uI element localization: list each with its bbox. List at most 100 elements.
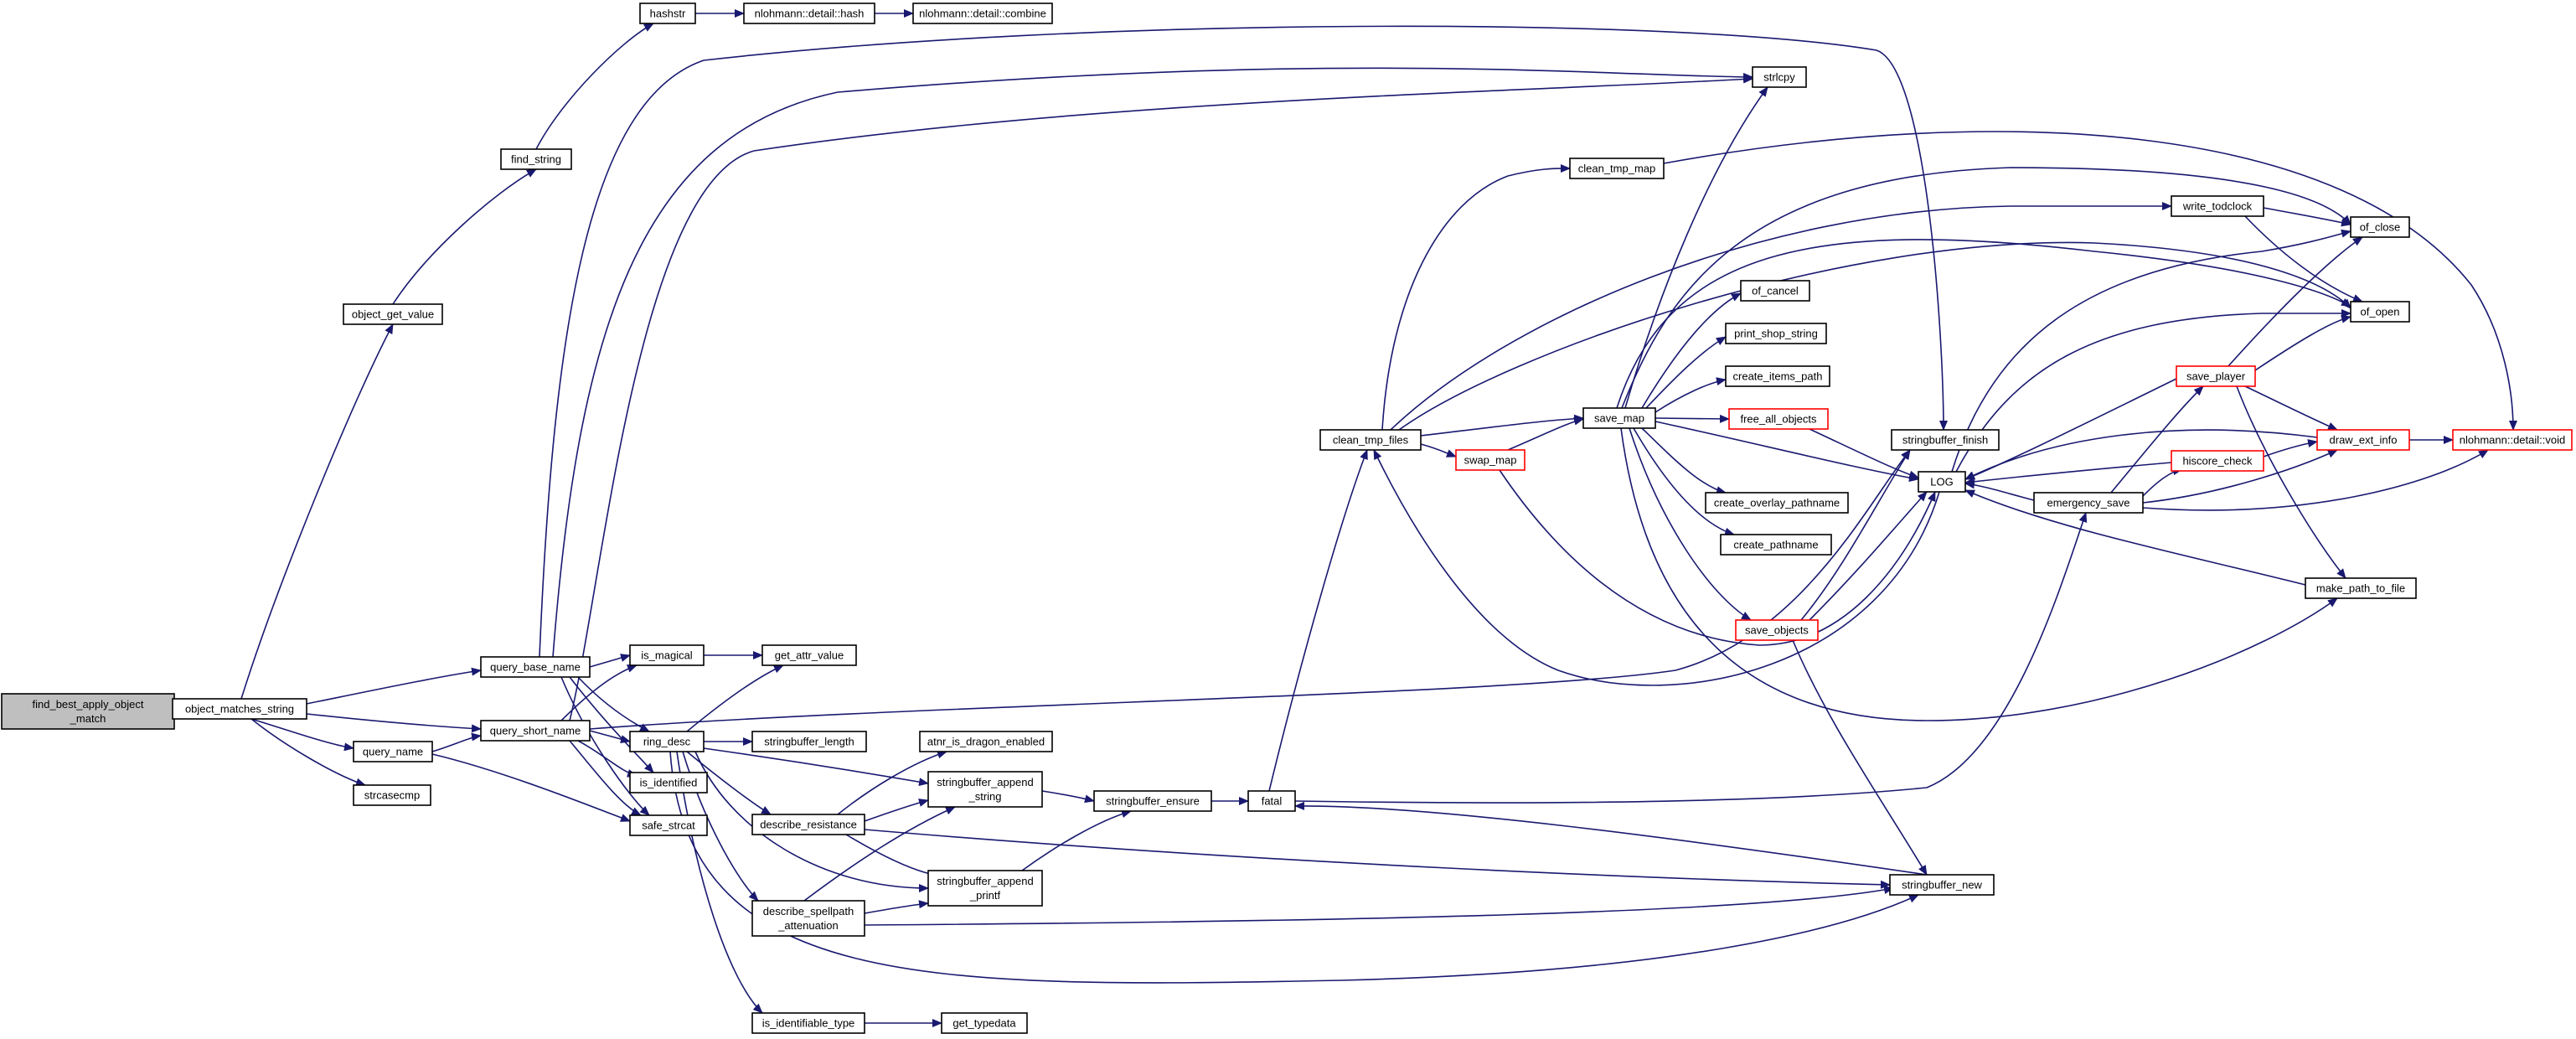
edge-save_map-to-create_overlay_pathname: [1641, 427, 1727, 494]
node-label: save_map: [1594, 412, 1644, 425]
node-describe_resistance[interactable]: describe_resistance: [751, 814, 865, 835]
edge-object_matches_string-to-object_get_value: [240, 323, 394, 700]
node-nlohmann_void[interactable]: nlohmann::detail::void: [2452, 429, 2573, 451]
node-box: [1735, 619, 1819, 641]
node-query_name[interactable]: query_name: [353, 741, 433, 762]
node-box: [639, 3, 696, 24]
edge-save_player-to-of_close: [2228, 236, 2363, 367]
node-atnr_is_dragon_enabled[interactable]: atnr_is_dragon_enabled: [919, 731, 1053, 752]
node-is_identified[interactable]: is_identified: [629, 772, 708, 793]
node-box: [927, 870, 1043, 907]
node-label: swap_map: [1464, 454, 1517, 467]
node-nlohmann_combine[interactable]: nlohmann::detail::combine: [912, 3, 1053, 24]
node-hashstr[interactable]: hashstr: [639, 3, 696, 24]
node-label: hiscore_check: [2182, 455, 2253, 468]
node-label: atnr_is_dragon_enabled: [927, 736, 1045, 748]
node-box: [941, 1012, 1028, 1034]
node-box: [1319, 429, 1422, 451]
node-query_short_name[interactable]: query_short_name: [480, 720, 591, 742]
node-ring_desc[interactable]: ring_desc: [629, 731, 705, 752]
node-stringbuffer_new[interactable]: stringbuffer_new: [1889, 874, 1995, 896]
node-save_player[interactable]: save_player: [2176, 365, 2256, 387]
node-get_typedata[interactable]: get_typedata: [941, 1012, 1028, 1034]
node-box: [1, 693, 175, 730]
node-stringbuffer_length[interactable]: stringbuffer_length: [751, 731, 867, 752]
edge-clean_tmp_files-to-swap_map: [1420, 443, 1457, 457]
node-nlohmann_hash[interactable]: nlohmann::detail::hash: [743, 3, 875, 24]
node-box: [1725, 365, 1830, 387]
node-clean_tmp_map[interactable]: clean_tmp_map: [1569, 158, 1665, 179]
node-query_base_name[interactable]: query_base_name: [480, 656, 591, 678]
node-print_shop_string[interactable]: print_shop_string: [1725, 323, 1827, 344]
node-label: stringbuffer_finish: [1902, 434, 1988, 447]
node-box: [743, 3, 875, 24]
edge-save_map-to-print_shop_string: [1645, 336, 1727, 409]
edge-save_player-to-make_path_to_file: [2236, 385, 2346, 579]
node-object_get_value[interactable]: object_get_value: [343, 303, 443, 325]
edges-layer: [172, 9, 2517, 1027]
node-write_todclock[interactable]: write_todclock: [2171, 195, 2264, 217]
node-object_matches_string[interactable]: object_matches_string: [172, 698, 307, 720]
node-sb_append_printf[interactable]: stringbuffer_append_printf: [927, 870, 1043, 907]
node-of_close[interactable]: of_close: [2350, 216, 2410, 238]
node-get_attr_value[interactable]: get_attr_value: [761, 644, 857, 666]
node-label: nlohmann::detail::void: [2460, 434, 2565, 447]
node-hiscore_check[interactable]: hiscore_check: [2171, 450, 2264, 472]
node-clean_tmp_files[interactable]: clean_tmp_files: [1319, 429, 1422, 451]
node-label: safe_strcat: [642, 819, 695, 832]
node-label: free_all_objects: [1740, 413, 1817, 426]
node-swap_map[interactable]: swap_map: [1455, 449, 1525, 471]
node-save_objects[interactable]: save_objects: [1735, 619, 1819, 641]
node-of_open[interactable]: of_open: [2350, 301, 2410, 323]
edge-query_base_name-to-is_magical: [589, 654, 631, 668]
node-create_pathname[interactable]: create_pathname: [1720, 534, 1832, 556]
node-box: [2350, 216, 2410, 238]
node-label: create_pathname: [1733, 539, 1818, 551]
node-box: [629, 644, 705, 666]
node-describe_spellpath[interactable]: describe_spellpath_attenuation: [751, 900, 865, 937]
node-label: create_items_path: [1733, 370, 1823, 383]
edge-save_map-to-of_open: [1616, 239, 2351, 409]
edge-object_get_value-to-find_string: [392, 168, 537, 305]
node-label: _attenuation: [777, 919, 839, 932]
node-is_identifiable_type[interactable]: is_identifiable_type: [751, 1012, 865, 1034]
node-draw_ext_info[interactable]: draw_ext_info: [2316, 429, 2410, 451]
edge-query_name-to-safe_strcat: [431, 753, 631, 822]
node-sb_append_string[interactable]: stringbuffer_append_string: [927, 771, 1043, 808]
node-create_overlay_pathname[interactable]: create_overlay_pathname: [1705, 492, 1849, 514]
node-label: emergency_save: [2047, 497, 2130, 509]
node-strlcpy[interactable]: strlcpy: [1752, 66, 1807, 88]
node-root[interactable]: find_best_apply_object_match: [1, 693, 175, 730]
edge-object_matches_string-to-query_name: [250, 718, 354, 752]
node-stringbuffer_finish[interactable]: stringbuffer_finish: [1891, 429, 2000, 451]
edge-save_objects-to-LOG: [1809, 491, 1928, 621]
node-fatal[interactable]: fatal: [1247, 790, 1296, 812]
node-label: is_magical: [641, 649, 693, 662]
node-box: [751, 900, 865, 937]
node-create_items_path[interactable]: create_items_path: [1725, 365, 1830, 387]
node-safe_strcat[interactable]: safe_strcat: [629, 814, 708, 836]
edge-emergency_save-to-save_player: [2110, 385, 2204, 494]
node-of_cancel[interactable]: of_cancel: [1740, 280, 1810, 302]
node-label: clean_tmp_map: [1578, 163, 1656, 175]
node-free_all_objects[interactable]: free_all_objects: [1728, 408, 1829, 430]
node-box: [480, 656, 591, 678]
edge-make_path_to_file-to-LOG: [1964, 489, 2306, 586]
edge-sb_append_printf-to-sb_ensure: [1021, 809, 1132, 871]
edge-save_objects-to-stringbuffer_new: [1792, 639, 1928, 876]
node-save_map[interactable]: save_map: [1582, 407, 1656, 429]
edge-query_name-to-query_short_name: [431, 732, 482, 752]
node-label: is_identified: [640, 777, 698, 789]
node-sb_ensure[interactable]: stringbuffer_ensure: [1093, 790, 1212, 812]
node-is_magical[interactable]: is_magical: [629, 644, 705, 666]
edge-write_todclock-to-of_open: [2244, 215, 2363, 302]
node-label: make_path_to_file: [2316, 582, 2405, 595]
node-find_string[interactable]: find_string: [500, 148, 572, 170]
node-label: describe_resistance: [760, 819, 857, 831]
node-LOG[interactable]: LOG: [1918, 471, 1966, 493]
edge-free_all_objects-to-LOG: [1809, 428, 1919, 479]
node-make_path_to_file[interactable]: make_path_to_file: [2305, 577, 2417, 599]
node-strcasecmp[interactable]: strcasecmp: [353, 784, 431, 806]
node-emergency_save[interactable]: emergency_save: [2033, 492, 2144, 514]
node-box: [629, 772, 708, 793]
